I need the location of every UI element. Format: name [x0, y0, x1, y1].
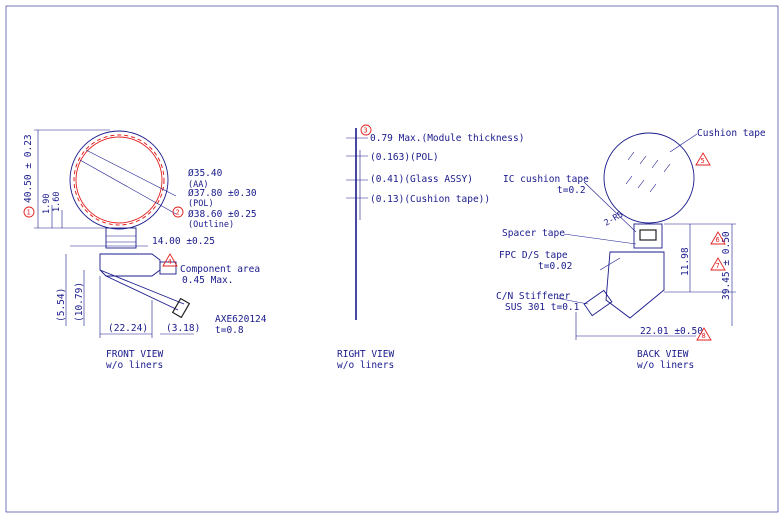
front-dim-318: (3.18)	[166, 323, 200, 334]
back-dim-1198: 11.98	[680, 247, 691, 276]
back-view-title: BACK VIEW	[637, 349, 689, 360]
back-neck	[633, 223, 663, 249]
front-component-label-2: 0.45 Max.	[182, 275, 233, 286]
front-diameter-line-1	[85, 149, 177, 197]
sheet-border	[5, 5, 779, 513]
front-neck	[105, 227, 137, 249]
front-view-subtitle: w/o liners	[106, 360, 163, 371]
front-aa-label: (AA)	[188, 180, 208, 190]
front-dim-190: 1.90	[42, 194, 52, 214]
front-connector	[171, 297, 191, 319]
back-fpc-2: t=0.02	[538, 261, 572, 272]
back-ic-cushion-1: IC cushion tape	[503, 174, 589, 185]
front-dim-height: 40.50 ± 0.23	[23, 134, 34, 203]
back-stiffener-1: C/N Stiffener	[496, 291, 571, 302]
front-body	[99, 253, 161, 277]
front-pol-circle	[75, 136, 163, 224]
front-dim-2224: (22.24)	[108, 323, 148, 334]
front-dim-1079: (10.79)	[74, 282, 85, 322]
front-part-no: AXE620124	[215, 314, 267, 325]
mark-8: 8	[702, 332, 706, 340]
back-r5: 2-R5	[603, 210, 626, 229]
mark-5: 5	[701, 157, 705, 165]
right-glass: (0.41)(Glass ASSY)	[370, 174, 473, 185]
mark-6: 6	[716, 236, 720, 244]
front-dim-160: 1.60	[52, 192, 62, 212]
back-stiffener-2: SUS 301 t=0.1	[505, 302, 580, 313]
mark-1: 1	[27, 209, 31, 217]
front-dim-neck: 14.00 ±0.25	[152, 236, 215, 247]
right-view: 0.79 Max.(Module thickness) (0.163)(POL)…	[337, 128, 524, 371]
right-view-title: RIGHT VIEW	[337, 349, 394, 360]
back-dim-2201: 22.01 ±0.50	[640, 326, 703, 337]
front-aa-circle	[73, 134, 165, 226]
right-view-subtitle: w/o liners	[337, 360, 394, 371]
back-outline-circle	[603, 132, 695, 224]
back-dim-3945: 39.45 ± 0.50	[721, 231, 732, 300]
front-component-area	[159, 261, 177, 275]
back-ic-cushion-2: t=0.2	[557, 185, 586, 196]
front-diameter-line-2	[79, 159, 177, 215]
front-outline-circle	[69, 130, 169, 230]
front-outline-label: (Outline)	[188, 220, 234, 230]
front-pol-label: (POL)	[188, 199, 214, 209]
front-dim-pol: Ø37.80 ±0.30	[188, 188, 257, 199]
mark-3: 3	[364, 127, 368, 135]
front-dim-outline: Ø38.60 ±0.25	[188, 209, 257, 220]
front-view: 40.50 ± 0.23 1.90 1.60 Ø35.40 (AA) Ø37.8…	[23, 129, 267, 371]
front-part-t: t=0.8	[215, 325, 244, 336]
right-cushion: (0.13)(Cushion tape))	[370, 194, 490, 205]
back-stiffener	[583, 289, 613, 317]
mark-7: 7	[716, 262, 720, 270]
front-dim-554: (5.54)	[56, 288, 67, 322]
back-view: Cushion tape IC cushion tape t=0.2 2-R5 …	[496, 128, 766, 371]
revision-marks: 1 2 3 4 5 6 7 8	[23, 124, 726, 341]
back-spacer-tape: Spacer tape	[502, 228, 565, 239]
mark-2: 2	[176, 209, 180, 217]
front-view-title: FRONT VIEW	[106, 349, 163, 360]
back-fpc-1: FPC D/S tape	[499, 250, 568, 261]
front-dim-aa: Ø35.40	[188, 168, 223, 179]
right-pol: (0.163)(POL)	[370, 152, 439, 163]
back-view-subtitle: w/o liners	[637, 360, 694, 371]
front-component-label-1: Component area	[180, 264, 260, 275]
mark-4: 4	[168, 258, 172, 266]
right-module-thickness: 0.79 Max.(Module thickness)	[370, 133, 524, 144]
back-cushion-tape: Cushion tape	[697, 128, 766, 139]
back-body	[605, 251, 665, 319]
